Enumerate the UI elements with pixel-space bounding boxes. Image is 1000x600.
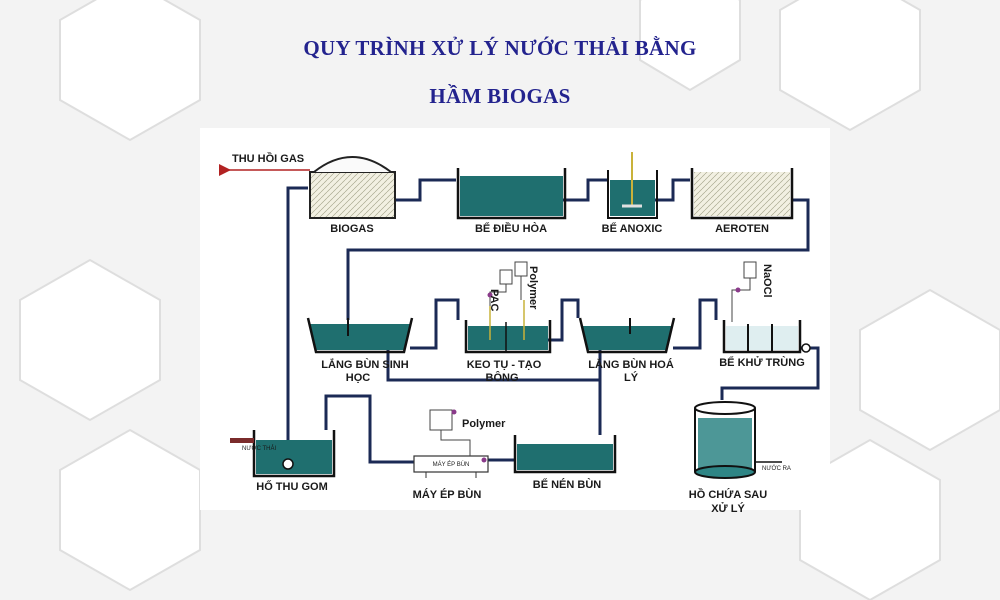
title-line-2: HẦM BIOGAS <box>429 84 571 108</box>
sludge-thickener-label: BỂ NÉN BÙN <box>533 478 602 491</box>
polymer-press-label: Polymer <box>462 418 506 430</box>
chem-settling-tank <box>578 317 676 354</box>
sludge-press-label: MÁY ÉP BÙN <box>413 488 482 501</box>
anoxic-tank <box>607 152 658 219</box>
title-line-1: QUY TRÌNH XỬ LÝ NƯỚC THẢI BẰNG <box>303 36 697 60</box>
equalization-label: BỂ ĐIỀU HÒA <box>475 222 547 235</box>
coagulation-tank <box>464 300 552 354</box>
gas-outlet-label: THU HỒI GAS <box>232 152 304 165</box>
polymer-coag-label: Polymer <box>527 266 539 310</box>
collection-pit-label: HỐ THU GOM <box>256 479 328 493</box>
final-storage-tank <box>694 401 782 479</box>
pac-dosing-tank <box>487 269 513 306</box>
anoxic-label: BỂ ANOXIC <box>602 222 663 235</box>
pac-label: PAC <box>488 289 500 311</box>
sludge-thickener <box>513 435 617 474</box>
aeroten-tank <box>690 168 794 220</box>
biogas-tank <box>309 156 396 219</box>
disinfection-label: BỂ KHỬ TRÙNG <box>719 356 805 369</box>
naocl-dosing-tank <box>731 261 757 322</box>
final-tank-label-2: XỬ LÝ <box>711 502 745 515</box>
coagulation-label-1: KEO TỤ - TẠO <box>467 359 542 371</box>
disinfection-tank <box>722 320 802 354</box>
disinfection-pump <box>801 343 811 353</box>
bio-settling-label-2: HỌC <box>346 372 371 384</box>
chem-settling-label-2: LÝ <box>624 371 639 384</box>
coagulation-label-2: BÔNG <box>486 371 519 384</box>
aeroten-label: AEROTEN <box>715 223 769 235</box>
outlet-label: NƯỚC RA <box>762 465 791 472</box>
chem-settling-label-1: LẮNG BÙN HOÁ <box>588 358 674 371</box>
sludge-press-tag: MÁY ÉP BÙN <box>433 461 470 468</box>
bio-settling-label-1: LẮNG BÙN SINH <box>321 358 408 371</box>
inlet-label: NƯỚC THẢI <box>242 445 276 452</box>
collection-pit <box>230 430 336 478</box>
equalization-tank <box>456 168 567 220</box>
sludge-press <box>413 455 489 478</box>
biogas-label: BIOGAS <box>330 223 373 235</box>
final-tank-label-1: HỒ CHỨA SAU <box>689 488 767 501</box>
polymer-coag-dosing-tank <box>514 261 528 300</box>
bio-settling-tank <box>306 317 414 354</box>
naocl-label: NaOCl <box>761 264 773 298</box>
polymer-press-dosing-tank <box>429 409 471 456</box>
pipe-network <box>286 178 820 464</box>
